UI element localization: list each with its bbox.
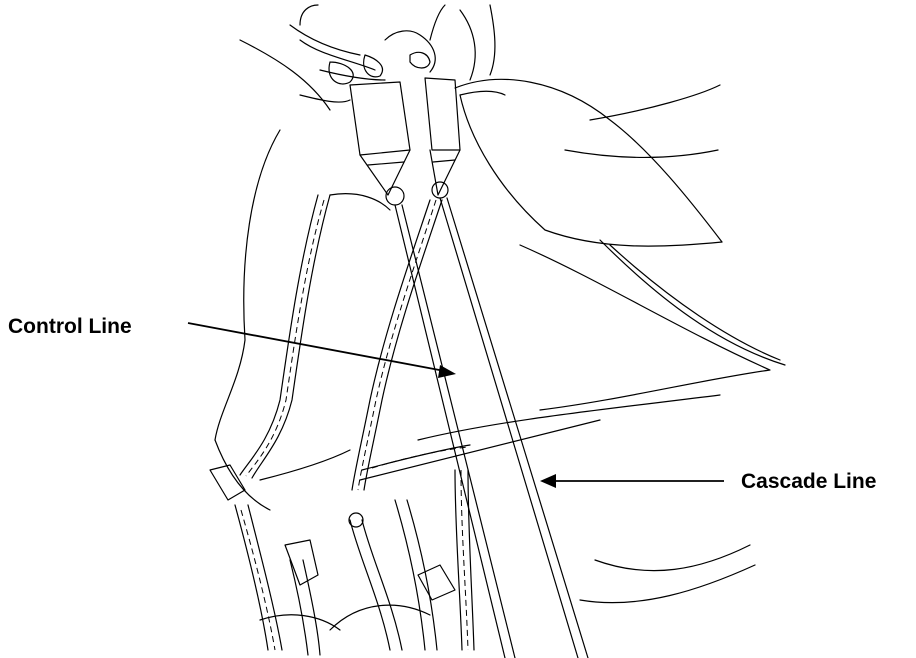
control-line-label: Control Line bbox=[8, 315, 132, 339]
callouts bbox=[188, 323, 724, 488]
cascade-line-label: Cascade Line bbox=[741, 470, 876, 494]
control-line-pointer bbox=[188, 323, 450, 372]
lower-risers bbox=[235, 470, 474, 655]
canopy-fabric bbox=[360, 79, 785, 602]
harness-body bbox=[210, 130, 390, 510]
hands bbox=[240, 5, 505, 110]
cascade-line-arrowhead bbox=[540, 474, 556, 488]
control-line-arrowhead bbox=[438, 365, 456, 378]
upper-risers bbox=[350, 78, 460, 205]
